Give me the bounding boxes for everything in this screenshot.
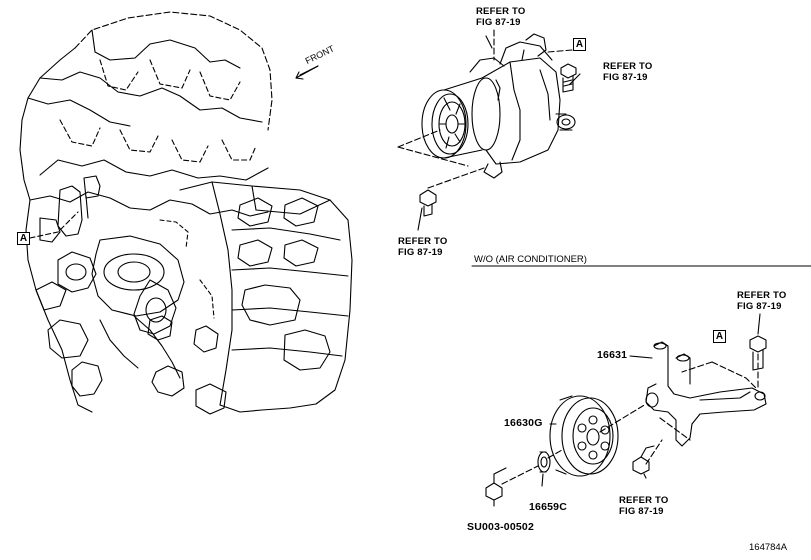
part-number-16659c: 16659C xyxy=(529,501,567,513)
ref-compressor-bolt: REFER TO FIG 87-19 xyxy=(398,236,448,258)
compressor-dashed-leaders xyxy=(397,29,573,189)
front-arrow-icon xyxy=(295,65,319,80)
part-number-16630g: 16630G xyxy=(504,417,543,429)
ref-line2: FIG 87-19 xyxy=(619,505,664,517)
ref-line1: REFER TO xyxy=(476,6,526,17)
marker-a-bracket: A xyxy=(713,330,726,343)
engine-a-leader xyxy=(29,211,79,239)
ref-compressor-top: REFER TO FIG 87-19 xyxy=(476,6,526,28)
ref-compressor-right: REFER TO FIG 87-19 xyxy=(603,61,653,83)
marker-a-compressor: A xyxy=(573,38,586,51)
engine-block-illustration xyxy=(19,11,353,415)
ref-bracket-bottom: REFER TO FIG 87-19 xyxy=(619,495,669,517)
ref-line2: FIG 87-19 xyxy=(476,16,521,28)
lower-dashed-leaders xyxy=(501,353,759,485)
illustration-id: 164784A xyxy=(749,542,788,553)
compressor-illustration xyxy=(421,33,576,179)
ref-line1: REFER TO xyxy=(603,61,653,72)
marker-a-engine: A xyxy=(17,232,30,245)
washer-illustration xyxy=(537,451,551,473)
ref-line2: FIG 87-19 xyxy=(737,300,782,312)
ref-line2: FIG 87-19 xyxy=(398,246,443,258)
ref-line1: REFER TO xyxy=(619,495,669,506)
ref-line1: REFER TO xyxy=(398,236,448,247)
pulley-bolt-illustration xyxy=(485,467,507,501)
compressor-bolt-lower xyxy=(419,189,437,217)
section-title: W/O (AIR CONDITIONER) xyxy=(474,254,587,265)
compressor-bolt-top xyxy=(560,63,577,93)
ref-line1: REFER TO xyxy=(737,290,787,301)
bracket-bolt-lower-illustration xyxy=(632,445,655,475)
part-leaders xyxy=(417,35,761,507)
idler-bracket-illustration xyxy=(645,341,767,447)
idler-pulley-illustration xyxy=(549,395,619,477)
ref-line2: FIG 87-19 xyxy=(603,71,648,83)
part-number-su003-00502: SU003-00502 xyxy=(467,521,534,533)
part-number-16631: 16631 xyxy=(597,349,628,361)
ref-bracket-right: REFER TO FIG 87-19 xyxy=(737,290,787,312)
